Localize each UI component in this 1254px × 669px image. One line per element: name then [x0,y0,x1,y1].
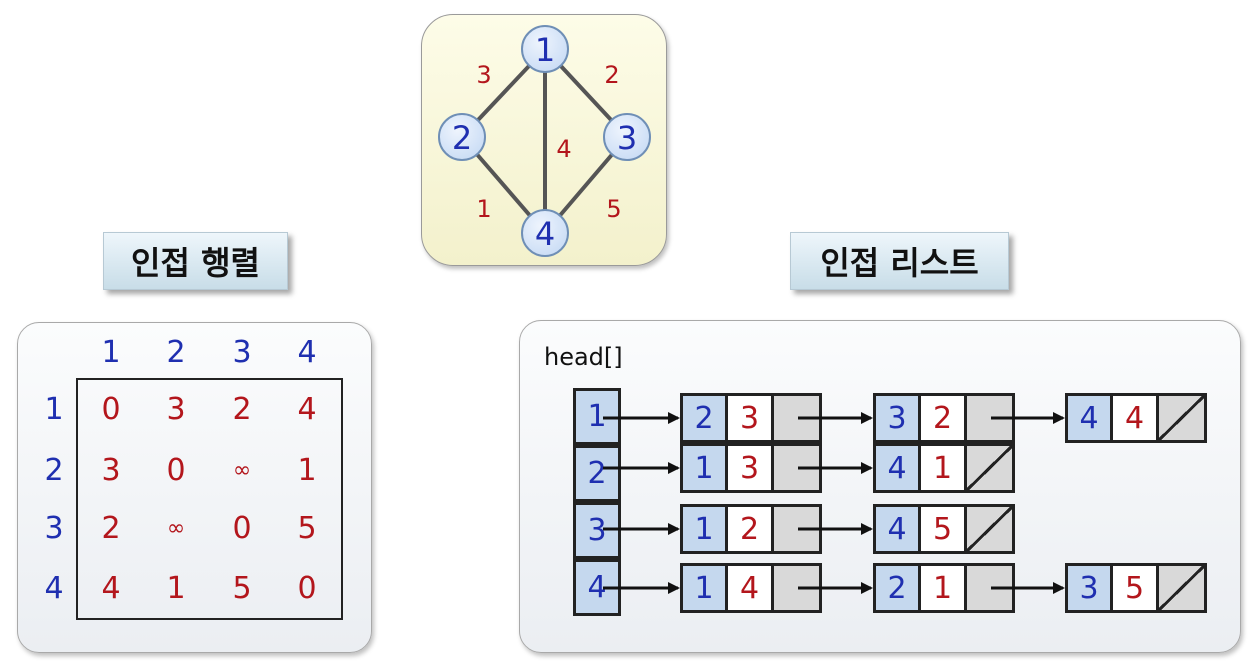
node-vertex: 3 [1065,563,1113,613]
matrix-cell: 4 [297,392,317,427]
node-vertex: 2 [680,393,728,443]
matrix-cell: 1 [297,453,317,488]
matrix-cell: 2 [232,392,252,427]
node-vertex: 4 [873,443,921,493]
node-vertex: 1 [680,443,728,493]
matrix-cell: ∞ [166,516,186,541]
null-pointer [967,443,1015,493]
matrix-cell: 3 [166,392,186,427]
matrix-col-header: 3 [232,335,252,370]
edge-weight-2-4: 1 [476,195,491,223]
matrix-row-header: 3 [44,511,64,546]
node-vertex: 4 [873,504,921,554]
graph-diagram: 3 2 4 1 5 1 2 3 4 [438,25,651,257]
svg-text:1: 1 [535,31,555,69]
node-weight: 3 [728,443,774,493]
matrix-cell: 2 [101,511,121,546]
node-vertex: 1 [680,504,728,554]
matrix-cell: 0 [101,392,121,427]
node-weight: 1 [921,563,967,613]
matrix-row-header: 1 [44,392,64,427]
graph-node-4: 4 [521,209,569,257]
null-pointer [967,504,1015,554]
node-weight: 4 [728,563,774,613]
node-vertex: 4 [1065,393,1113,443]
svg-text:4: 4 [535,215,555,253]
matrix-cell: 3 [101,453,121,488]
matrix-col-header: 1 [101,335,121,370]
matrix-row-header: 2 [44,453,64,488]
node-vertex: 2 [873,563,921,613]
matrix-cell: 0 [166,453,186,488]
head-cell-2: 2 [573,445,621,502]
matrix-cell: 4 [101,571,121,606]
svg-text:2: 2 [452,119,472,157]
adjacency-list-title: 인접 리스트 [790,232,1009,290]
null-pointer [1159,563,1207,613]
matrix-cell: 0 [297,571,317,606]
graph-node-1: 1 [521,25,569,73]
adjacency-matrix-panel: 1 2 3 4 1 2 3 4 0 3 2 4 3 0 ∞ 1 2 ∞ 0 5 4 1 5 0 [17,322,372,653]
node-vertex: 3 [873,393,921,443]
node-weight: 5 [1113,563,1159,613]
graph-node-3: 3 [603,113,651,161]
graph-node-2: 2 [438,113,486,161]
matrix-cell: 5 [232,571,252,606]
edge-weight-1-2: 3 [476,61,491,89]
edge-weight-1-3: 2 [604,61,619,89]
node-weight: 1 [921,443,967,493]
matrix-cell: 1 [166,571,186,606]
head-array-label: head[] [544,343,623,371]
null-pointer [1159,393,1207,443]
matrix-col-header: 2 [166,335,186,370]
node-weight: 3 [728,393,774,443]
node-vertex: 1 [680,563,728,613]
matrix-cell: 5 [297,511,317,546]
list-arrows [603,412,1065,594]
matrix-cell: 0 [232,511,252,546]
node-weight: 5 [921,504,967,554]
edge-weight-1-4: 4 [556,135,571,163]
matrix-bracket [76,378,343,620]
node-weight: 2 [728,504,774,554]
matrix-row-header: 4 [44,571,64,606]
adjacency-matrix-title: 인접 행렬 [103,232,288,290]
node-weight: 2 [921,393,967,443]
matrix-col-header: 4 [297,335,317,370]
edge-weight-3-4: 5 [606,195,621,223]
node-weight: 4 [1113,393,1159,443]
graph-panel: 3 2 4 1 5 1 2 3 4 [421,14,667,266]
matrix-cell: ∞ [232,458,252,483]
svg-text:3: 3 [617,119,637,157]
